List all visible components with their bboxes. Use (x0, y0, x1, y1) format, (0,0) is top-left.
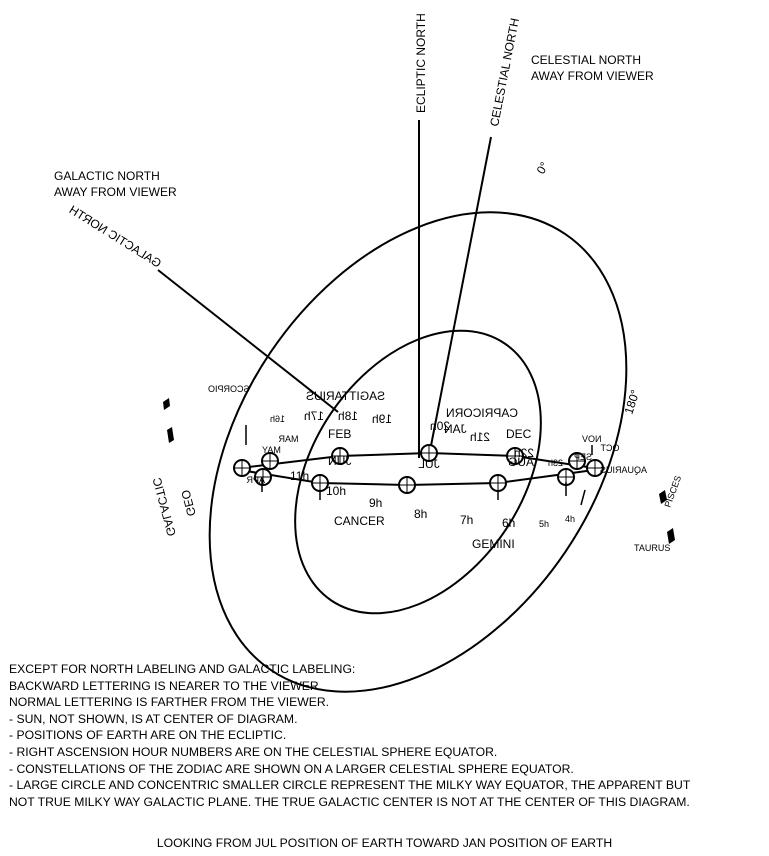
diagram-caption: LOOKING FROM JUL POSITION OF EARTH TOWAR… (156, 836, 613, 850)
celestial-north-away-label-line1: CELESTIAL NORTH (531, 53, 641, 67)
constellation-label-pisces: PISCES (662, 474, 683, 508)
hour-label-6h: 6h (502, 516, 515, 530)
constellation-label-sagittarius: SAGITTARIUS (306, 389, 385, 403)
constellation-marker-taurus (667, 528, 675, 544)
hour-label-16h: 16h (270, 414, 285, 424)
month-label-mar: MAR (278, 434, 299, 444)
hour-label-18h: 18h (338, 409, 358, 423)
galactic-geo-label: GEO (178, 488, 198, 517)
constellation-label-gemini: GEMINI (472, 537, 515, 551)
hour-label-23h: 23h (548, 458, 563, 468)
hour-label-10h: 10h (326, 484, 346, 498)
constellation-marker-scorpio (163, 398, 170, 410)
constellation-label-taurus: TAURUS (634, 543, 670, 553)
hour-label-17h: 17h (304, 409, 324, 423)
celestial-north-label: CELESTIAL NORTH (487, 17, 522, 128)
large-galactic-circle (208, 211, 628, 693)
month-label-apr: APR (246, 475, 265, 485)
month-label-feb: FEB (328, 427, 351, 441)
constellation-marker-pisces (659, 490, 667, 504)
month-label-jul: JUL (418, 457, 440, 471)
hour-label-4h: 4h (565, 514, 575, 524)
ecliptic-north-label: ECLIPTIC NORTH (414, 13, 428, 113)
note-line: - SUN, NOT SHOWN, IS AT CENTER OF DIAGRA… (9, 711, 298, 726)
small-galactic-circle (294, 329, 542, 615)
month-label-jun: JUN (328, 454, 351, 468)
hour-label-8h: 8h (414, 507, 427, 521)
hour-label-5h: 5h (539, 519, 549, 529)
note-line: - POSITIONS OF EARTH ARE ON THE ECLIPTIC… (9, 728, 287, 743)
diagram-notes: EXCEPT FOR NORTH LABELING AND GALACTIC L… (9, 661, 764, 810)
constellation-marker-sagittarius (167, 427, 174, 443)
galactic-north-line (157, 269, 339, 413)
month-label-jan: JAN (444, 422, 467, 436)
constellation-label-scorpio: SCORPIO (208, 384, 250, 394)
month-labels: FEB JUN MAR JUL JAN DEC AUG SEP NOV OCT … (246, 422, 620, 485)
celestial-north-line (428, 136, 492, 457)
month-label-aug: AUG (508, 455, 534, 469)
hour-label-11h: 11h (290, 469, 309, 483)
galactic-circle-label: GALACTIC (149, 476, 178, 538)
galactic-north-away-label-line2: AWAY FROM VIEWER (54, 185, 177, 199)
celestial-north-away-label-line2: AWAY FROM VIEWER (531, 69, 654, 83)
month-label-sep: SEP (574, 452, 592, 462)
galactic-north-away-label-line1: GALACTIC NORTH (54, 169, 160, 183)
hour-label-20h: 20h (430, 419, 450, 433)
month-label-nov: NOV (582, 434, 602, 444)
constellation-label-aquarius: AQUARIUS (600, 465, 647, 475)
note-line: BACKWARD LETTERING IS NEARER TO THE VIEW… (9, 678, 323, 693)
galactic-north-label: GALACTIC NORTH (67, 203, 164, 271)
note-line: - LARGE CIRCLE AND CONCENTRIC SMALLER CI… (9, 778, 691, 793)
hour-labels: 19h 18h 17h 16h 20h 21h 22h 23h 11h 10h … (270, 409, 575, 530)
month-label-may: MAY (262, 445, 281, 455)
galactic-0-degree-label: 0° (534, 159, 552, 176)
constellation-label-cancer: CANCER (334, 514, 385, 528)
constellation-labels: SAGITTARIUS CAPRICORN SCORPIO AQUARIUS C… (208, 384, 683, 553)
constellation-label-capricorn: CAPRICORN (446, 406, 518, 420)
note-line: - RIGHT ASCENSION HOUR NUMBERS ARE ON TH… (9, 744, 498, 759)
month-label-oct: OCT (600, 443, 620, 453)
note-line: NORMAL LETTERING IS FARTHER FROM THE VIE… (9, 695, 330, 710)
month-label-dec: DEC (506, 427, 532, 441)
hour-label-19h: 19h (372, 412, 392, 426)
ecliptic-back-path (239, 451, 595, 469)
hour-label-22h: 22h (514, 446, 534, 460)
hour-label-21h: 21h (470, 430, 490, 444)
hour-label-9h: 9h (369, 496, 382, 510)
note-line: EXCEPT FOR NORTH LABELING AND GALACTIC L… (9, 662, 356, 676)
note-line: NOT TRUE MILKY WAY GALACTIC PLANE. THE T… (9, 794, 690, 809)
note-line: - CONSTELLATIONS OF THE ZODIAC ARE SHOWN… (9, 761, 574, 776)
hour-label-7h: 7h (460, 513, 473, 527)
